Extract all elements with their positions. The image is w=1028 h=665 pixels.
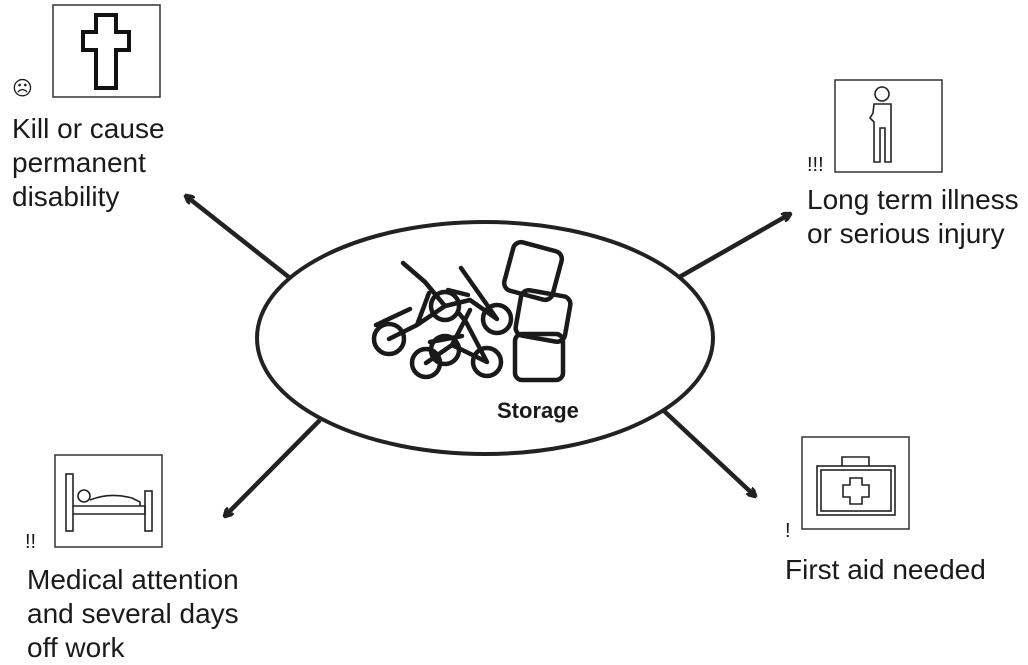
first-aid-kit-icon bbox=[801, 436, 910, 530]
arrow-to-long-term bbox=[674, 214, 790, 281]
arrow-to-medical bbox=[225, 418, 322, 516]
long-term-outcome-label: Long term illness or serious injury bbox=[807, 184, 1019, 249]
storage-ellipse bbox=[255, 220, 715, 456]
medical-outcome-label: Medical attention and several days off w… bbox=[27, 564, 239, 663]
long-term-severity-marker: !!! bbox=[807, 154, 824, 176]
hospital-bed-icon bbox=[54, 454, 163, 548]
kill-outcome-label: Kill or cause permanent disability bbox=[12, 113, 165, 212]
kill-severity-marker: ☹ bbox=[12, 78, 33, 100]
arrow-to-first-aid bbox=[661, 408, 755, 496]
arrow-to-kill bbox=[186, 196, 292, 280]
storage-label: Storage bbox=[497, 398, 579, 423]
injured-person-icon bbox=[834, 79, 943, 173]
first-aid-severity-marker: ! bbox=[785, 520, 791, 542]
grave-cross-icon bbox=[52, 4, 161, 98]
bicycles-and-boxes-icon bbox=[371, 239, 573, 383]
medical-severity-marker: !! bbox=[25, 531, 37, 553]
first-aid-outcome-label: First aid needed bbox=[785, 554, 986, 585]
